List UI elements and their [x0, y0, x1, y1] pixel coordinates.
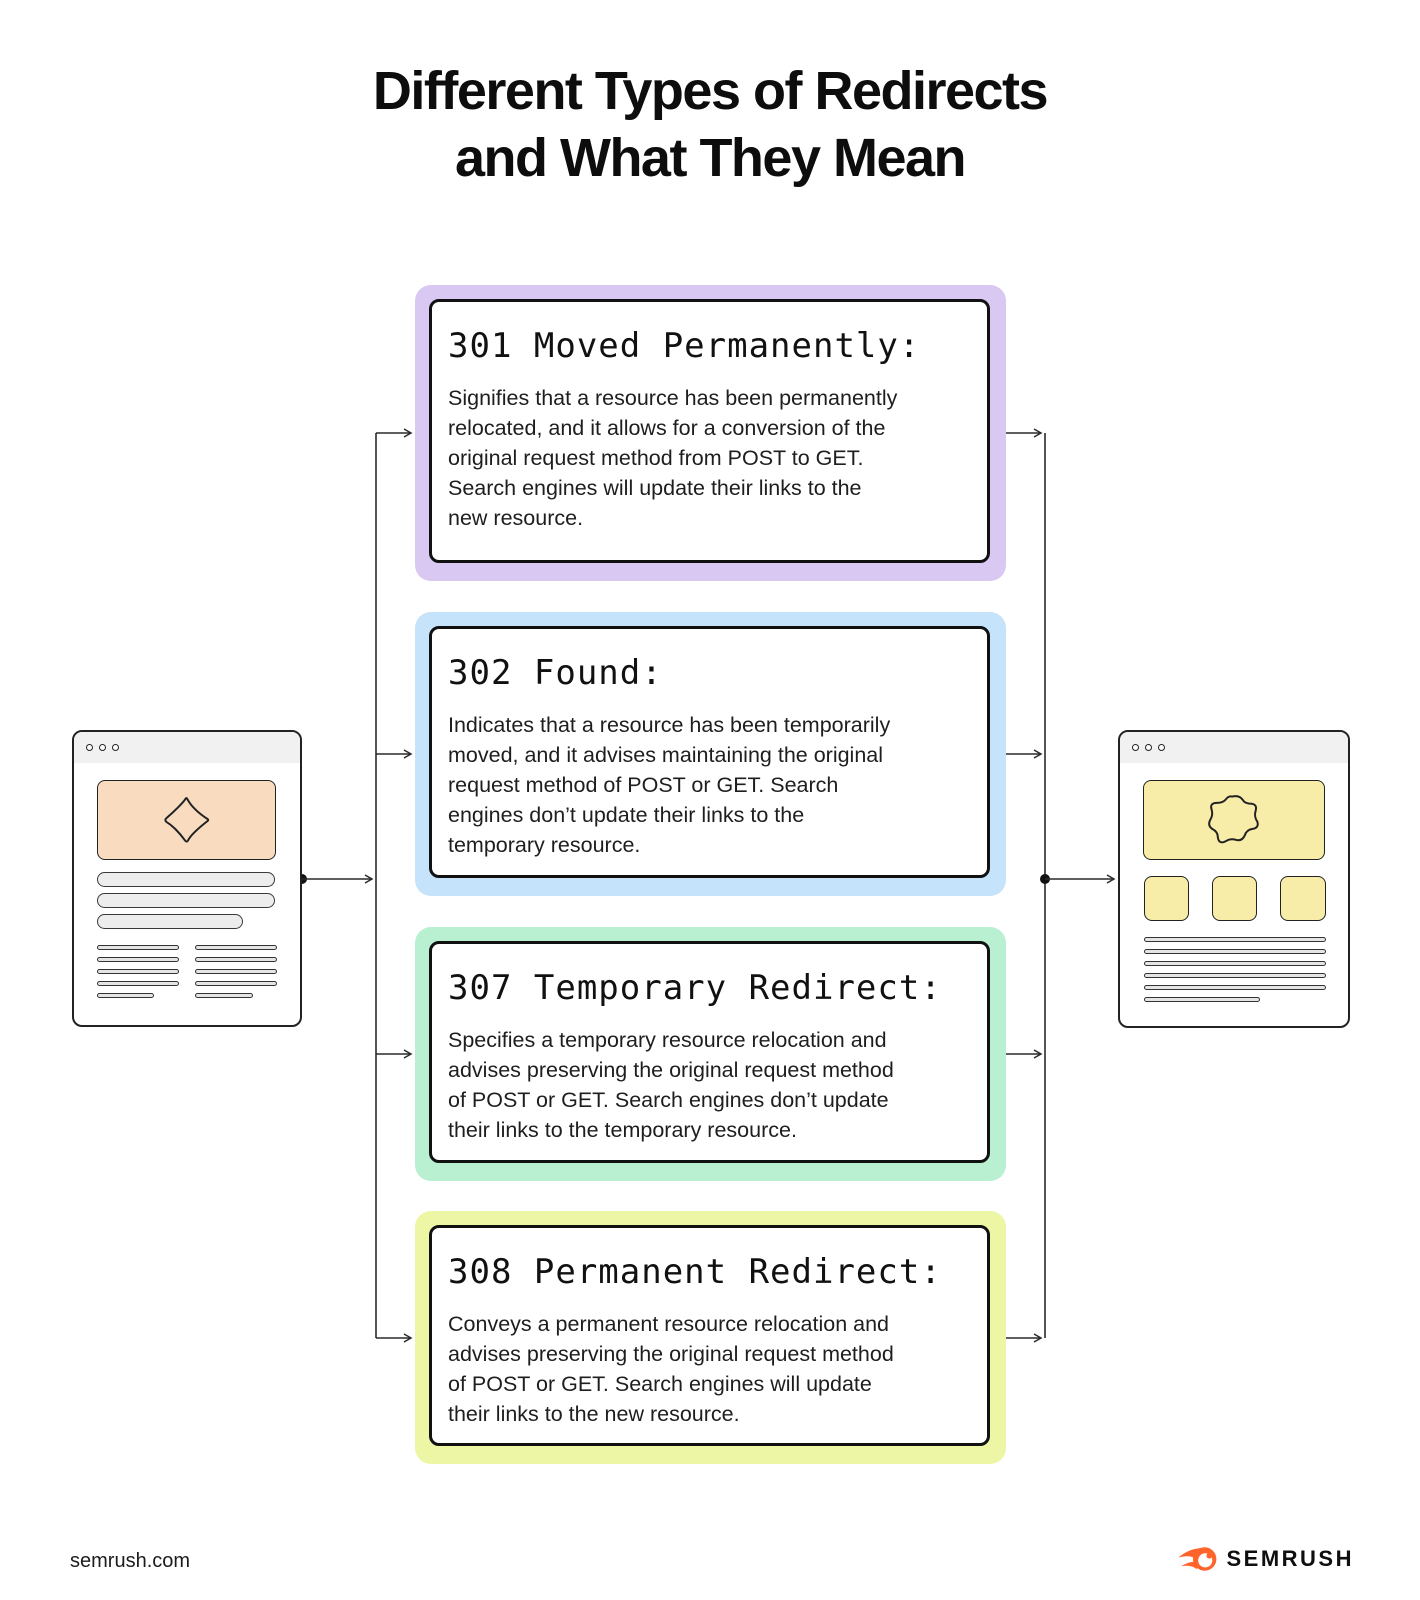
- window-control-icon: [1145, 744, 1152, 751]
- text-line: [1144, 973, 1326, 978]
- text-line: [195, 957, 277, 962]
- text-bar: [97, 872, 275, 887]
- redirect-box-302-card: 302 Found: Indicates that a resource has…: [429, 626, 990, 878]
- redirect-box-301: 301 Moved Permanently: Signifies that a …: [415, 285, 1006, 581]
- text-line: [195, 981, 277, 986]
- image-tile: [1144, 876, 1189, 921]
- text-line: [97, 957, 179, 962]
- semrush-flame-icon: [1178, 1547, 1217, 1571]
- redirect-307-description: Specifies a temporary resource relocatio…: [448, 1028, 894, 1142]
- window-titlebar: [74, 732, 300, 763]
- window-control-icon: [1132, 744, 1139, 751]
- text-line: [97, 945, 179, 950]
- redirect-301-heading: 301 Moved Permanently:: [448, 326, 921, 366]
- page-title: Different Types of Redirects and What Th…: [0, 58, 1420, 192]
- window-control-icon: [112, 744, 119, 751]
- hero-image-placeholder: [1143, 780, 1325, 860]
- redirect-box-307: 307 Temporary Redirect: Specifies a temp…: [415, 927, 1006, 1181]
- text-bar: [97, 893, 275, 908]
- diamond-icon: [163, 797, 209, 843]
- destination-page-window: [1118, 730, 1350, 1028]
- right-junction-dot: [1040, 874, 1050, 884]
- text-line: [1144, 961, 1326, 966]
- blob-icon: [1208, 795, 1259, 844]
- window-control-icon: [86, 744, 93, 751]
- hero-image-placeholder: [97, 780, 276, 860]
- window-control-icon: [99, 744, 106, 751]
- redirect-302-description: Indicates that a resource has been tempo…: [448, 713, 891, 857]
- redirect-302-heading: 302 Found:: [448, 653, 663, 693]
- text-line: [195, 993, 253, 998]
- text-line: [1144, 937, 1326, 942]
- redirect-308-heading: 308 Permanent Redirect:: [448, 1252, 942, 1292]
- semrush-logo-text: SEMRUSH: [1226, 1546, 1354, 1571]
- text-bar: [97, 914, 243, 929]
- text-line: [97, 969, 179, 974]
- original-page-window: [72, 730, 302, 1027]
- redirect-box-308: 308 Permanent Redirect: Conveys a perman…: [415, 1211, 1006, 1464]
- text-line: [97, 981, 179, 986]
- text-line: [1144, 985, 1326, 990]
- redirect-box-301-card: 301 Moved Permanently: Signifies that a …: [429, 299, 990, 563]
- text-line: [195, 969, 277, 974]
- page-title-line1: Different Types of Redirects: [372, 61, 1049, 121]
- image-tile: [1212, 876, 1257, 921]
- image-tile: [1280, 876, 1326, 921]
- text-line: [97, 993, 154, 998]
- redirect-308-description: Conveys a permanent resource relocation …: [448, 1312, 894, 1426]
- redirect-box-308-card: 308 Permanent Redirect: Conveys a perman…: [429, 1225, 990, 1446]
- window-control-icon: [1158, 744, 1165, 751]
- redirect-box-302: 302 Found: Indicates that a resource has…: [415, 612, 1006, 896]
- text-line: [1144, 949, 1326, 954]
- page-title-line2: and What They Mean: [454, 128, 967, 188]
- window-titlebar: [1120, 732, 1348, 763]
- source-website: semrush.com: [70, 1550, 191, 1572]
- text-line: [1144, 997, 1260, 1002]
- redirect-box-307-card: 307 Temporary Redirect: Specifies a temp…: [429, 941, 990, 1163]
- redirect-307-heading: 307 Temporary Redirect:: [448, 968, 942, 1008]
- text-line: [195, 945, 277, 950]
- semrush-logo: SEMRUSH: [1178, 1544, 1354, 1574]
- redirect-301-description: Signifies that a resource has been perma…: [448, 386, 898, 530]
